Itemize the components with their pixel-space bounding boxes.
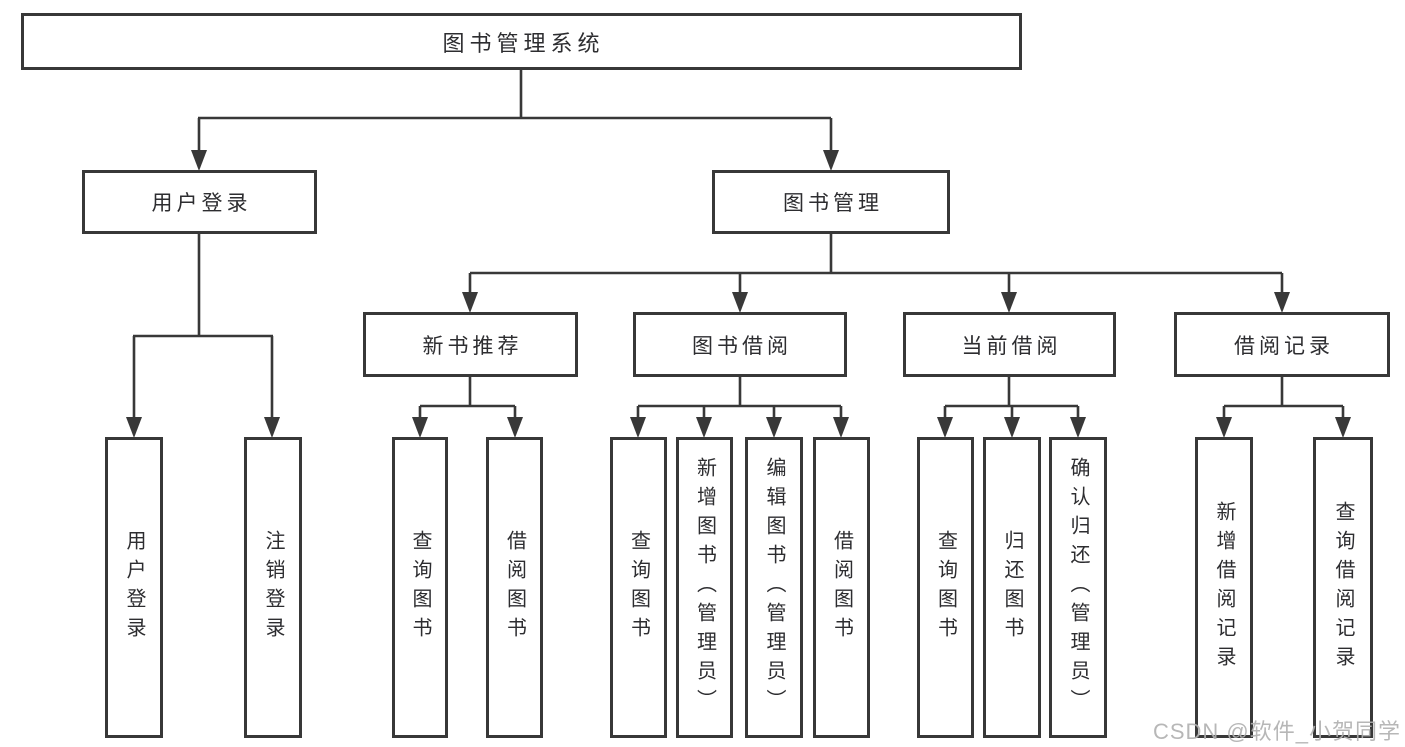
- leaf-label: 查询图书: [934, 529, 957, 646]
- leaf-recommend-borrow-books: 借阅图书: [486, 437, 543, 738]
- leaf-label: 借阅图书: [503, 529, 526, 646]
- leaf-records-add-borrow-record: 新增借阅记录: [1195, 437, 1253, 738]
- node-user-login: 用户登录: [82, 170, 317, 234]
- node-root-library-system: 图书管理系统: [21, 13, 1022, 70]
- leaf-borrowing-borrow-books: 借阅图书: [813, 437, 870, 738]
- leaf-label: 新增借阅记录: [1213, 500, 1235, 675]
- node-book-borrowing: 图书借阅: [633, 312, 847, 377]
- leaf-logout: 注销登录: [244, 437, 302, 738]
- leaf-user-login: 用户登录: [105, 437, 163, 738]
- leaf-label: 编辑图书（管理员）: [763, 457, 785, 718]
- leaf-label: 归还图书: [1001, 529, 1023, 646]
- csdn-watermark: CSDN @软件_小贺同学: [1152, 719, 1401, 744]
- leaf-borrowing-add-books-admin: 新增图书（管理员）: [676, 437, 733, 738]
- leaf-label: 查询图书: [409, 529, 431, 646]
- leaf-current-query-books: 查询图书: [917, 437, 974, 738]
- node-borrowing-records: 借阅记录: [1174, 312, 1390, 377]
- leaf-records-query-borrow-record: 查询借阅记录: [1313, 437, 1373, 738]
- leaf-current-return-books: 归还图书: [983, 437, 1041, 738]
- leaf-current-confirm-return-admin: 确认归还（管理员）: [1049, 437, 1107, 738]
- leaf-label: 借阅图书: [830, 529, 853, 646]
- leaf-recommend-query-books: 查询图书: [392, 437, 448, 738]
- leaf-borrowing-query-books: 查询图书: [610, 437, 667, 738]
- leaf-label: 注销登录: [262, 529, 284, 646]
- node-book-management: 图书管理: [712, 170, 950, 234]
- node-current-borrowing: 当前借阅: [903, 312, 1116, 377]
- leaf-label: 查询借阅记录: [1332, 500, 1354, 675]
- node-new-book-recommend: 新书推荐: [363, 312, 578, 377]
- leaf-label: 查询图书: [627, 529, 650, 646]
- leaf-borrowing-edit-books-admin: 编辑图书（管理员）: [745, 437, 803, 738]
- leaf-label: 新增图书（管理员）: [693, 457, 716, 718]
- leaf-label: 确认归还（管理员）: [1067, 457, 1089, 718]
- leaf-label: 用户登录: [123, 529, 145, 646]
- arrowhead-icons: [126, 150, 1351, 438]
